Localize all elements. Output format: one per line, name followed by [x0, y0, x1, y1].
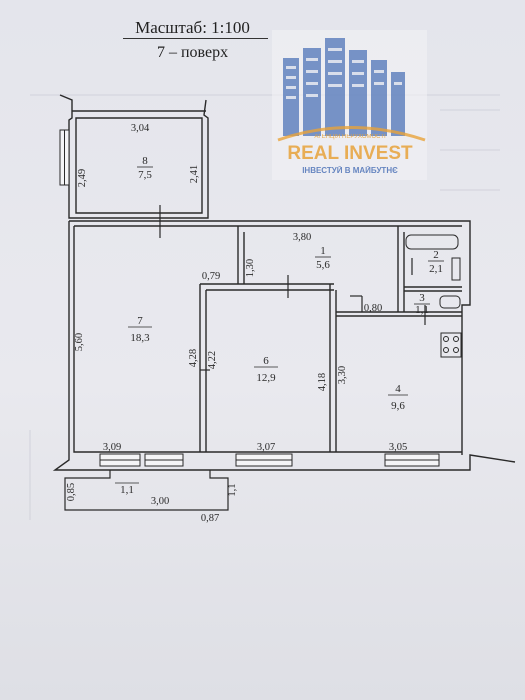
bathtub-icon [405, 234, 459, 250]
dim-5-60: 5,60 [74, 333, 85, 351]
room-8-id: 8 [142, 155, 148, 167]
toilet-icon [439, 295, 461, 309]
room-1-area: 5,6 [316, 259, 330, 271]
dim-4-28: 4,28 [188, 349, 199, 367]
room-2-id: 2 [433, 249, 439, 261]
room-4-id: 4 [395, 383, 401, 395]
dim-3-09: 3,09 [103, 442, 121, 453]
header-underline [123, 38, 268, 39]
room-labels: 8 7,5 1 5,6 2 2,1 3 1,1 7 18,3 6 12,9 4 … [115, 155, 444, 496]
dim-1-30: 1,30 [245, 259, 256, 277]
dim-3-00: 3,00 [151, 496, 169, 507]
dim-2-49: 2,49 [77, 169, 88, 187]
dim-0-87: 0,87 [201, 513, 219, 524]
logo-line2: REAL INVEST [287, 143, 413, 164]
room-4-area: 9,6 [391, 400, 405, 412]
logo-line3: ІНВЕСТУЙ В МАЙБУТНЄ [302, 166, 398, 175]
dim-2-41: 2,41 [189, 165, 200, 183]
dim-0-79: 0,79 [202, 271, 220, 282]
walls [52, 94, 516, 471]
room-6-area: 12,9 [256, 372, 276, 384]
room-2-area: 2,1 [429, 263, 443, 275]
dim-0-85: 0,85 [66, 483, 77, 501]
dim-3-30: 3,30 [337, 366, 348, 384]
fixtures [405, 234, 462, 358]
room-7-area: 18,3 [130, 332, 150, 344]
dim-3-04: 3,04 [131, 123, 150, 134]
windows [59, 129, 440, 467]
real-invest-logo: АГЕНЦІЯ НЕРУХОМОСТІ REAL INVEST ІНВЕСТУЙ… [272, 30, 427, 180]
balcony-id: 1,1 [120, 484, 134, 496]
room-7-id: 7 [137, 315, 143, 327]
dim-3-07: 3,07 [257, 442, 275, 453]
floor-label: 7 – поверх [156, 44, 229, 61]
room-6-id: 6 [263, 355, 269, 367]
scale-label: Масштаб: 1:100 [135, 18, 250, 37]
dim-1-1-side: 1,1 [227, 483, 238, 496]
bottom-balcony [64, 470, 229, 511]
dim-3-05: 3,05 [389, 442, 407, 453]
room-3-area: 1,1 [415, 304, 429, 316]
room-1-id: 1 [320, 245, 326, 257]
doors [159, 205, 426, 371]
dim-4-18: 4,18 [317, 373, 328, 391]
dim-0-80: 0,80 [364, 303, 382, 314]
room-3-id: 3 [419, 292, 425, 304]
logo-line1: АГЕНЦІЯ НЕРУХОМОСТІ [314, 134, 386, 140]
stove-icon [440, 332, 462, 358]
dim-4-22: 4,22 [207, 351, 218, 369]
room-8-area: 7,5 [138, 169, 152, 181]
dim-3-80: 3,80 [293, 232, 311, 243]
sink-icon [451, 257, 461, 281]
dimension-labels: 3,04 2,49 2,41 3,80 1,30 0,79 0,80 5,60 … [66, 123, 407, 524]
